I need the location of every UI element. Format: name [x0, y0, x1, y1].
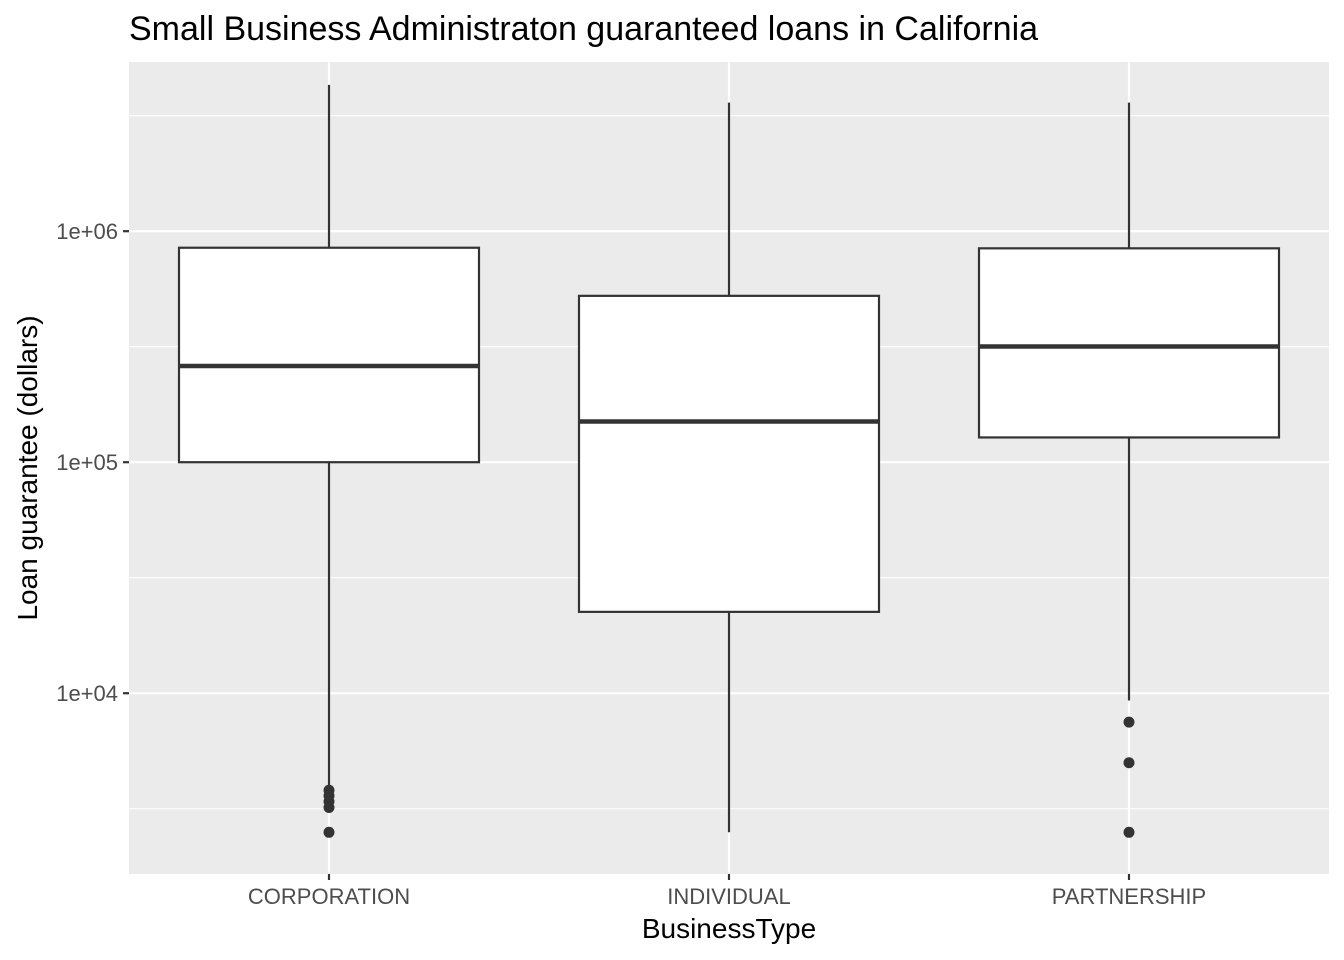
outlier-point — [1123, 757, 1135, 769]
x-tick-label: PARTNERSHIP — [1052, 884, 1206, 909]
x-axis: CORPORATION INDIVIDUAL PARTNERSHIP — [248, 874, 1206, 909]
x-tick-label: CORPORATION — [248, 884, 410, 909]
outlier-point — [323, 826, 335, 838]
outlier-point — [323, 802, 335, 814]
y-axis-title: Loan guarantee (dollars) — [12, 315, 43, 620]
chart-title: Small Business Administraton guaranteed … — [129, 10, 1038, 48]
outlier-point — [1123, 826, 1135, 838]
y-axis: 1e+04 1e+05 1e+06 — [56, 219, 129, 706]
iqr-box — [177, 246, 481, 464]
box-layer — [177, 84, 1281, 838]
y-tick-label: 1e+06 — [56, 219, 118, 244]
box-corporation — [177, 84, 481, 838]
box-partnership — [977, 102, 1281, 838]
x-axis-title: BusinessType — [642, 913, 816, 944]
iqr-box — [977, 247, 1281, 439]
box-individual — [577, 102, 881, 833]
iqr-box — [577, 294, 881, 613]
y-tick-label: 1e+05 — [56, 450, 118, 475]
outlier-point — [1123, 716, 1135, 728]
x-tick-label: INDIVIDUAL — [667, 884, 790, 909]
y-tick-label: 1e+04 — [56, 681, 118, 706]
